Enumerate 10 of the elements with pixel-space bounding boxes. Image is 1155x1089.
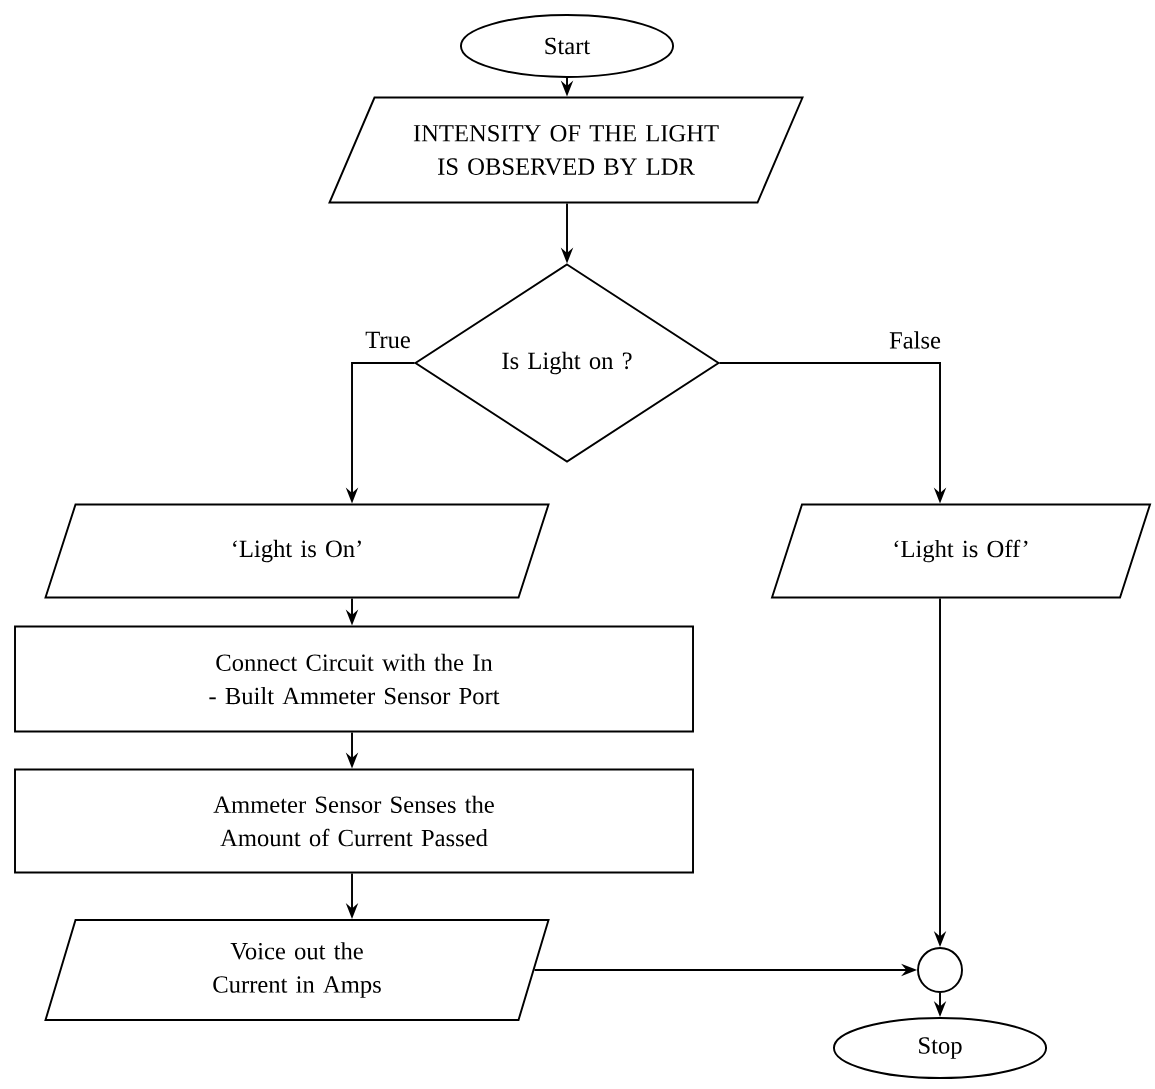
process-box: Connect Circuit with the In - Built Ammeter Sensor Port [14, 625, 694, 733]
stop-terminal: Stop [833, 1017, 1048, 1079]
input-output-box: INTENSITY OF THE LIGHT IS OBSERVED BY LDR [328, 96, 804, 204]
edge-label: False [887, 329, 943, 351]
process-box: Ammeter Sensor Senses the Amount of Current Passed [14, 768, 694, 874]
edge-label: True [363, 330, 413, 350]
input-output-box: Voice out the Current in Amps [44, 919, 550, 1021]
input-output-box: ‘Light is On’ [44, 503, 550, 599]
start-terminal: Start [459, 14, 675, 78]
connector-circle [917, 947, 963, 993]
